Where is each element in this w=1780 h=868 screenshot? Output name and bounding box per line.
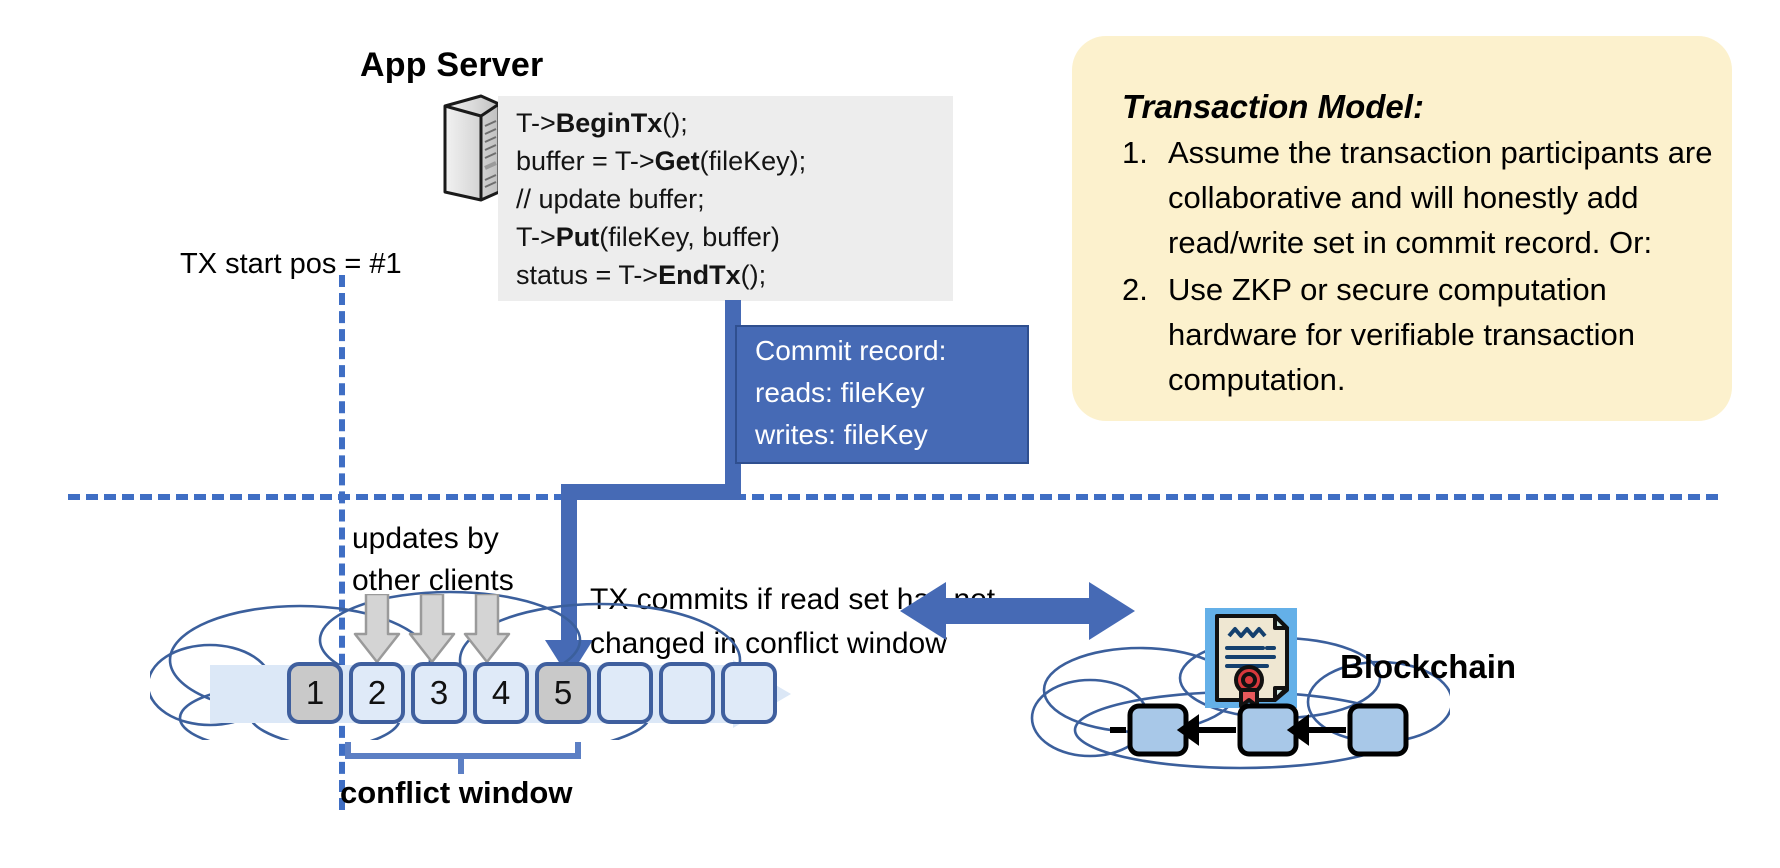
tx-commits-line2: changed in conflict window xyxy=(590,627,947,660)
transaction-model-title: Transaction Model: xyxy=(1122,88,1424,125)
ledger-block-5[interactable]: 5 xyxy=(535,662,591,724)
transaction-model-item-1: 1. Assume the transaction participants ar… xyxy=(1122,130,1722,265)
server-tower-icon xyxy=(437,92,507,204)
commit-record-text: Commit record: reads: fileKey writes: fi… xyxy=(755,330,1035,456)
transaction-model-list: 1. Assume the transaction participants ar… xyxy=(1122,130,1722,404)
conflict-window-brace xyxy=(345,739,581,775)
layer-separator-dashed-line xyxy=(68,494,1718,500)
ledger-block-7[interactable] xyxy=(659,662,715,724)
tx-start-pos-label: TX start pos = #1 xyxy=(180,248,402,280)
ledger-block-8[interactable] xyxy=(721,662,777,724)
ledger-block-3[interactable]: 3 xyxy=(411,662,467,724)
transaction-model-item-2: 2. Use ZKP or secure computation hardware… xyxy=(1122,267,1722,402)
certificate-seal-icon xyxy=(1205,608,1297,708)
ledger-block-1[interactable]: 1 xyxy=(287,662,343,724)
code-snippet-text: T->BeginTx(); buffer = T->Get(fileKey); //… xyxy=(516,104,956,294)
transaction-model-item-number: 2. xyxy=(1122,272,1148,307)
commit-flow-connector-segment-3 xyxy=(561,484,577,654)
ledger-block-6[interactable] xyxy=(597,662,653,724)
commit-record-writes: writes: fileKey xyxy=(755,419,928,450)
code-line-3: // update buffer; xyxy=(516,184,705,214)
commit-record-title: Commit record: xyxy=(755,335,947,366)
code-line-2: buffer = T->Get(fileKey); xyxy=(516,146,807,176)
commit-flow-connector-segment-2 xyxy=(561,484,741,500)
other-client-update-arrows xyxy=(350,592,610,671)
blockchain-label: Blockchain xyxy=(1340,648,1517,685)
ledger-block-2[interactable]: 2 xyxy=(349,662,405,724)
commit-record-reads: reads: fileKey xyxy=(755,377,925,408)
updates-label-line1: updates by xyxy=(352,522,499,555)
tx-commits-condition-label: TX commits if read set has not changed i… xyxy=(590,578,995,666)
commit-record-box xyxy=(735,325,1029,464)
ledger-blockchain-sync-arrow xyxy=(900,580,1135,642)
transaction-model-item-text: Assume the transaction participants are … xyxy=(1168,135,1713,260)
code-snippet-box xyxy=(498,96,953,301)
app-server-title: App Server xyxy=(360,46,544,84)
transaction-model-item-number: 1. xyxy=(1122,135,1148,170)
transaction-model-callout xyxy=(1072,36,1732,421)
transaction-model-item-text: Use ZKP or secure computation hardware f… xyxy=(1168,272,1635,397)
blockchain-block-chain xyxy=(1084,700,1450,762)
tx-start-dashed-line xyxy=(339,275,345,810)
code-line-5: status = T->EndTx(); xyxy=(516,260,767,290)
code-line-1: T->BeginTx(); xyxy=(516,108,688,138)
conflict-window-label: conflict window xyxy=(340,775,573,810)
code-line-4: T->Put(fileKey, buffer) xyxy=(516,222,780,252)
ledger-block-4[interactable]: 4 xyxy=(473,662,529,724)
